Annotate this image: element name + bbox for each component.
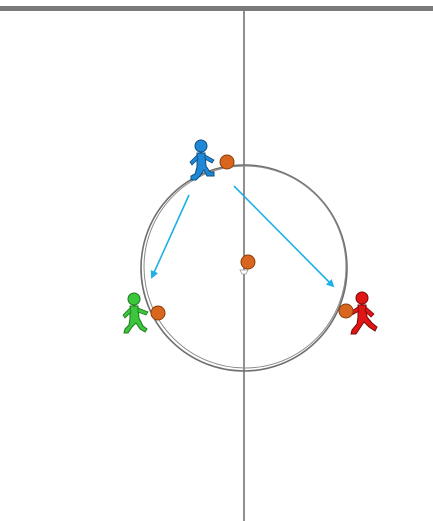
player-red [339,292,377,334]
player-green-ball [151,306,165,320]
player-blue-head [195,140,207,152]
pass-arrow-to-green [152,195,189,277]
player-blue-ball [220,155,234,169]
center-ball [240,255,255,274]
top-sideline [0,6,433,11]
player-red-head [356,292,368,304]
player-green-head [128,293,140,305]
pass-arrow-to-red [234,186,333,286]
player-red-ball [339,304,353,318]
player-blue [190,140,234,180]
